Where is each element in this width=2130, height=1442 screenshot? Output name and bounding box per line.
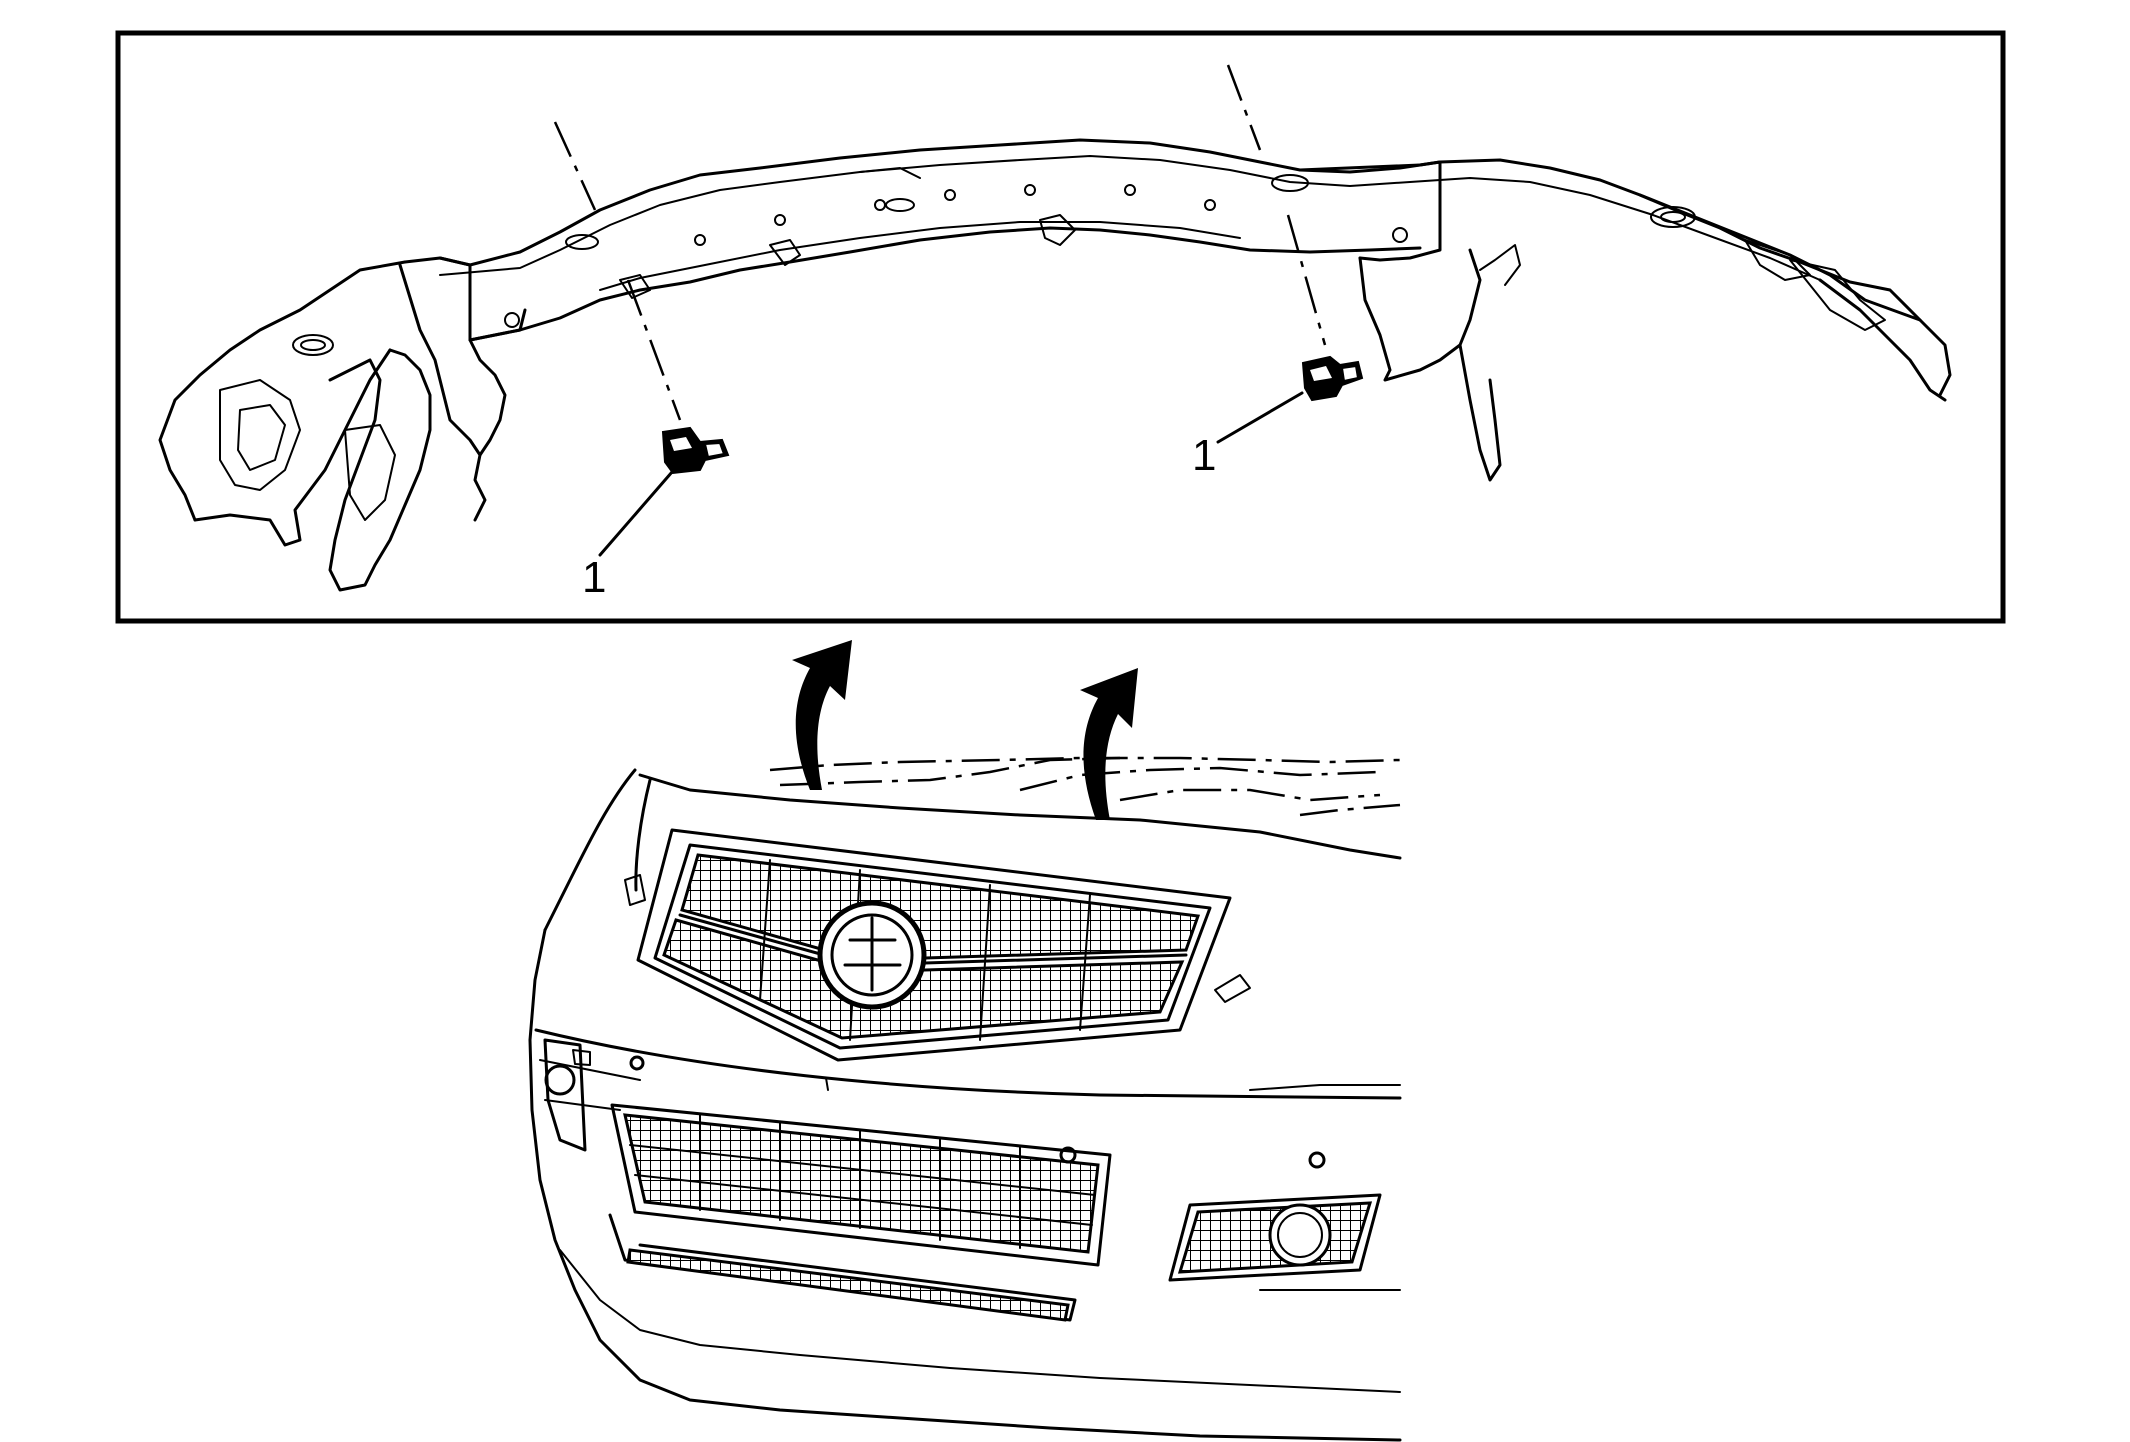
sensor-right xyxy=(1301,355,1364,402)
detail-inset: 1 1 xyxy=(115,30,2006,624)
centerline-left xyxy=(553,121,597,211)
leader-line-right xyxy=(1216,391,1304,444)
sensor-left xyxy=(661,426,730,475)
hood xyxy=(543,768,1402,932)
curved-up-arrow-icon xyxy=(792,640,852,790)
inset-frame xyxy=(115,30,2006,624)
curved-up-arrow-icon xyxy=(1080,668,1138,820)
grille-frame xyxy=(636,828,1232,1062)
centerline-right-lower xyxy=(1286,214,1327,346)
centerline-right xyxy=(1226,64,1262,151)
grille-upper xyxy=(680,853,1201,962)
centerline-left-lower xyxy=(626,279,682,421)
leader-line-left xyxy=(598,470,674,557)
hood-hidden-lines xyxy=(769,756,1401,817)
vehicle-front-view xyxy=(528,756,1402,1442)
callout-label-right: 1 xyxy=(1192,431,1216,480)
radiator-support-tie-bar xyxy=(158,138,1952,592)
lower-grille xyxy=(610,1103,1112,1267)
callout-label-left: 1 xyxy=(582,553,606,602)
